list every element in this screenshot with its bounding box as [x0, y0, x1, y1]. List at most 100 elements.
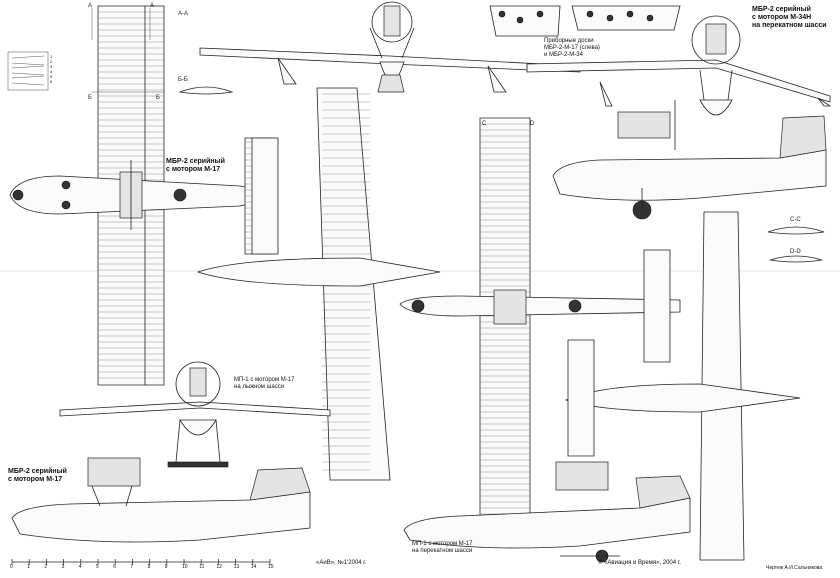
scale-tick-label: 5	[96, 564, 99, 570]
top-view-cr-wing-ribs	[480, 123, 530, 515]
side-view-mp1-hull	[403, 497, 691, 549]
scale-tick-label: 7	[130, 564, 134, 570]
frame-number-label: 5	[50, 74, 53, 79]
top-view-center-right	[399, 117, 681, 521]
front-view-aa-hull-bottom	[377, 74, 405, 93]
section-label-dd: D-D	[790, 249, 801, 255]
airfoil-section-bb	[178, 86, 234, 95]
section-mark-c: C	[482, 121, 487, 127]
side-view-m34n-engine	[617, 111, 671, 139]
top-view-rear-turret	[173, 188, 187, 202]
label-mbr2-m17-top: МБР-2 серийный с мотором М-17	[166, 158, 225, 173]
frame-number-label: 1	[50, 54, 53, 59]
front-view-mp1-hull	[179, 419, 217, 436]
frame-line	[11, 62, 45, 66]
scale-tick-label: 9	[164, 564, 168, 570]
instrument-panels	[489, 5, 681, 37]
side-view-m34n	[552, 100, 827, 220]
instrument-panel-m17	[489, 5, 561, 37]
frame-line	[11, 55, 45, 59]
side-view-m17-engine	[87, 457, 141, 487]
front-view-aa-engine	[383, 5, 401, 37]
front-view-aa-float-left	[277, 57, 297, 85]
scale-tick-label: 8	[147, 564, 151, 570]
section-label-aa: А-А	[178, 11, 189, 17]
instrument-dial	[536, 10, 544, 18]
scale-tick-label: 12	[216, 564, 222, 570]
front-view-mp1-ski-strut	[175, 419, 181, 463]
section-mark-d: D	[530, 121, 535, 127]
front-view-aa-strut-left	[369, 27, 383, 59]
mbr2-m17-top-view	[9, 5, 276, 386]
credit-author: Чертеж А.И.Сальникова	[766, 565, 823, 571]
instrument-dial	[586, 10, 594, 18]
scale-tick-label: 3	[61, 564, 65, 570]
frame-number-label: 4	[50, 69, 53, 74]
front-view-m34n-float-left	[599, 81, 613, 107]
front-view-m34n-propeller-disc	[691, 15, 741, 65]
front-view-aa-propeller-disc	[371, 1, 413, 43]
frame-line	[11, 75, 45, 79]
scale-tick-label: 10	[182, 564, 188, 570]
instrument-dial	[516, 16, 524, 24]
bottom-view-center	[196, 87, 441, 481]
scale-tick-label: 4	[78, 564, 82, 570]
airfoil-section-cc	[767, 226, 825, 235]
top-view-hatch-left	[61, 180, 71, 190]
frame-number-label: 2	[50, 59, 53, 64]
top-view-cr-hull	[399, 295, 681, 317]
section-label-cc: С-С	[790, 217, 801, 223]
front-view-mp1-ski	[59, 361, 331, 468]
section-mark-a-left: А	[88, 3, 93, 9]
airfoil-section-dd	[769, 255, 823, 263]
credit-copyright: © «Авиация и Время», 2004 г.	[598, 560, 681, 566]
top-view-cr-engine	[493, 289, 527, 325]
front-view-mp1-propeller-disc	[175, 361, 221, 407]
credit-anv: «АиВ», №1'2004 г.	[316, 560, 367, 566]
scale-tick-label: 15	[268, 564, 274, 570]
frame-line	[11, 82, 45, 86]
frame-number-label: 6	[50, 79, 53, 84]
front-view-mp1-wing	[59, 401, 331, 417]
bottom-view-stabilizer	[251, 137, 279, 255]
scale-tick-label: 6	[113, 564, 116, 570]
label-mp1-wheel: МП-1 с мотором М-17 на перекатном шасси	[412, 541, 473, 554]
instrument-panel-m34	[571, 5, 681, 31]
frame-scale-box-border	[7, 51, 49, 91]
top-view-front-turret	[12, 189, 24, 201]
front-view-aa-wing	[199, 47, 581, 73]
section-mark-b-right: Б	[156, 95, 160, 101]
scale-tick-label: 0	[10, 564, 13, 570]
scale-bar-ticks	[11, 559, 271, 565]
frame-number-label: 3	[50, 64, 53, 69]
front-view-mp1-ski	[167, 461, 229, 468]
side-view-mp1-fin	[635, 475, 691, 509]
side-view-m17-strut	[125, 485, 133, 507]
bottom-view-hull	[196, 257, 441, 287]
front-view-aa	[199, 1, 581, 93]
side-view-mbr2-m17	[11, 457, 311, 543]
front-view-m34n	[526, 15, 832, 116]
front-view-m34n-float-right	[817, 97, 832, 107]
front-view-mp1-ski-strut	[215, 419, 221, 463]
front-view-mp1-engine	[189, 367, 207, 397]
front-view-m34n-hull	[699, 99, 733, 116]
frame-line	[11, 65, 45, 69]
front-view-m34n-wing	[526, 59, 831, 103]
frame-line	[11, 72, 45, 76]
front-view-aa-float-right	[487, 65, 507, 93]
label-mbr2-m34n-gear: МБР-2 серийный с мотором М-34Н на перека…	[752, 6, 827, 29]
scale-tick-label: 14	[250, 564, 257, 570]
section-mark-a-right: А	[150, 3, 155, 9]
scale-tick-label: 11	[199, 564, 205, 570]
front-view-m34n-strut	[727, 69, 733, 101]
instrument-dial	[626, 10, 634, 18]
side-view-mp1-engine	[555, 461, 609, 491]
front-view-aa-strut-right	[401, 27, 415, 59]
front-view-m34n-engine	[705, 23, 727, 55]
bottom-view-right-hull	[564, 383, 801, 413]
scale-bar	[11, 559, 271, 565]
top-view-cr-stabilizer	[643, 249, 671, 363]
top-view-cr-turret	[411, 299, 425, 313]
